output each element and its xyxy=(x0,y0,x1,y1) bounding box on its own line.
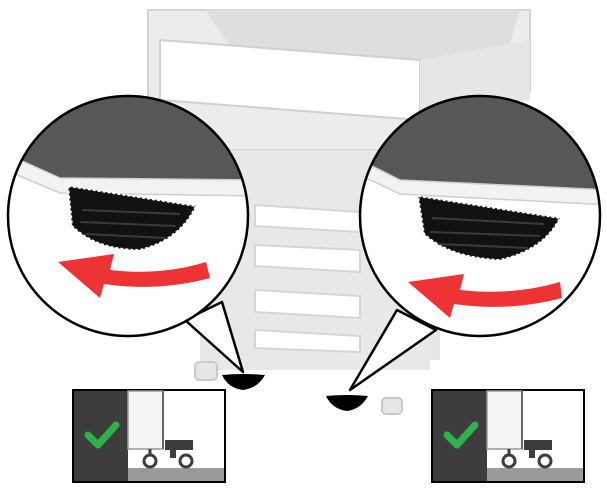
leveling-foot-right-small xyxy=(326,395,368,411)
status-panel-right-foot xyxy=(524,440,552,450)
status-panel-right-floor xyxy=(487,468,583,481)
status-panel-left xyxy=(73,390,225,482)
status-panel-right xyxy=(432,390,584,482)
status-panel-left-floor xyxy=(128,468,224,481)
status-panel-left-dark xyxy=(74,391,128,481)
status-panel-left-foot xyxy=(165,440,193,450)
status-panel-right-dark xyxy=(433,391,487,481)
leveling-foot-left-small xyxy=(222,374,265,390)
status-panel-right-cabinet xyxy=(487,391,522,449)
status-panel-left-cabinet xyxy=(128,391,163,449)
